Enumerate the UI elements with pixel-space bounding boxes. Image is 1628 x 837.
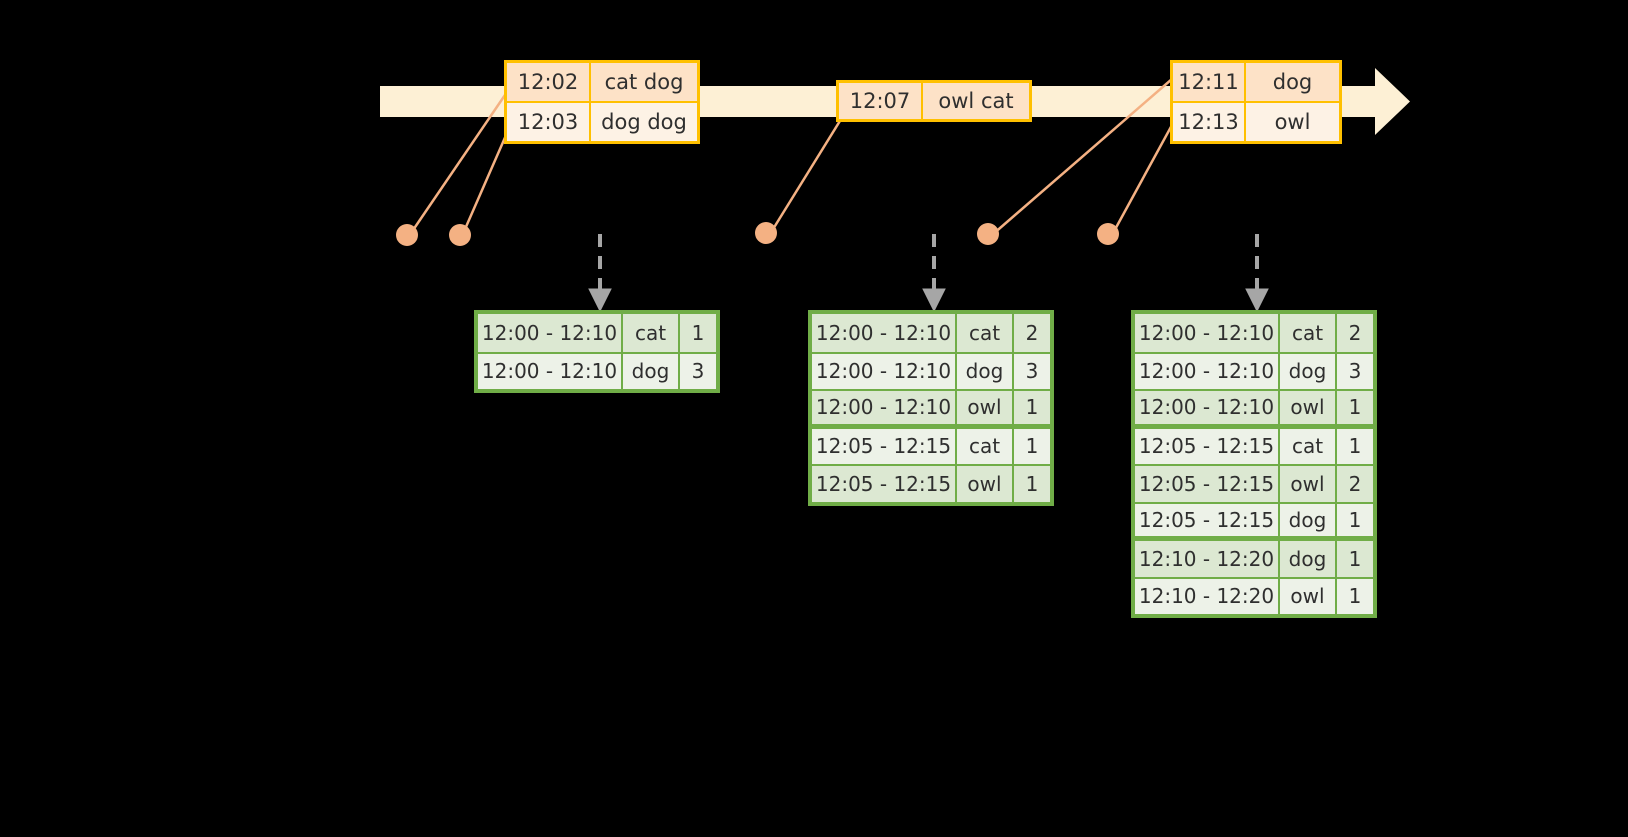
window-cell: 12:00 - 12:10 [812, 353, 957, 389]
count-cell: 1 [1337, 578, 1373, 614]
event-dot-3[interactable] [755, 222, 777, 244]
trigger-arrow-3 [1245, 234, 1269, 313]
connector-line-2 [460, 132, 509, 237]
key-cell: owl [957, 391, 1014, 424]
window-cell: 12:00 - 12:10 [478, 314, 623, 352]
connector-line-5 [1110, 124, 1174, 236]
event-box-3[interactable]: 12:11 dog 12:13 owl [1170, 60, 1342, 144]
window-cell: 12:10 - 12:20 [1135, 578, 1280, 614]
event-dot-2[interactable] [449, 224, 471, 246]
event-box-1[interactable]: 12:02 cat dog 12:03 dog dog [504, 60, 700, 144]
event-dot-4[interactable] [977, 223, 999, 245]
window-cell: 12:00 - 12:10 [1135, 314, 1280, 352]
key-cell: dog [1280, 353, 1337, 389]
event-row[interactable]: 12:13 owl [1173, 101, 1339, 141]
window-cell: 12:05 - 12:15 [812, 428, 957, 464]
event-words: dog [1246, 63, 1339, 101]
window-cell: 12:05 - 12:15 [812, 466, 957, 502]
event-words: dog dog [591, 103, 697, 141]
connector-line-3 [768, 115, 845, 235]
event-box-2[interactable]: 12:07 owl cat [836, 80, 1032, 122]
event-words: owl [1246, 103, 1339, 141]
event-words: cat dog [591, 63, 697, 101]
key-cell: cat [957, 314, 1014, 352]
window-cell: 12:10 - 12:20 [1135, 541, 1280, 577]
event-row[interactable]: 12:03 dog dog [507, 101, 697, 141]
trigger-arrow-1 [588, 234, 612, 313]
count-cell: 3 [1014, 353, 1050, 389]
window-cell: 12:05 - 12:15 [1135, 503, 1280, 536]
count-cell: 1 [1337, 428, 1373, 464]
event-dot-1[interactable] [396, 224, 418, 246]
window-cell: 12:00 - 12:10 [478, 353, 623, 389]
key-cell: owl [957, 466, 1014, 502]
key-cell: dog [1280, 503, 1337, 536]
key-cell: dog [1280, 541, 1337, 577]
window-cell: 12:00 - 12:10 [812, 314, 957, 352]
key-cell: cat [1280, 428, 1337, 464]
key-cell: owl [1280, 391, 1337, 424]
window-cell: 12:05 - 12:15 [1135, 428, 1280, 464]
window-cell: 12:00 - 12:10 [812, 391, 957, 424]
event-row[interactable]: 12:11 dog [1173, 63, 1339, 101]
count-cell: 1 [1014, 428, 1050, 464]
window-cell: 12:00 - 12:10 [1135, 353, 1280, 389]
count-cell: 1 [1337, 391, 1373, 424]
key-cell: owl [1280, 466, 1337, 502]
event-time: 12:13 [1173, 103, 1246, 141]
count-cell: 2 [1014, 314, 1050, 352]
window-cell: 12:00 - 12:10 [1135, 391, 1280, 424]
key-cell: cat [1280, 314, 1337, 352]
count-cell: 1 [680, 314, 716, 352]
event-time: 12:11 [1173, 63, 1246, 101]
event-row[interactable]: 12:07 owl cat [839, 83, 1029, 119]
count-cell: 2 [1337, 314, 1373, 352]
count-cell: 3 [1337, 353, 1373, 389]
key-cell: dog [623, 353, 680, 389]
count-cell: 1 [1014, 466, 1050, 502]
trigger-arrow-2 [922, 234, 946, 313]
window-cell: 12:05 - 12:15 [1135, 466, 1280, 502]
event-time: 12:03 [507, 103, 591, 141]
key-cell: dog [957, 353, 1014, 389]
event-row[interactable]: 12:02 cat dog [507, 63, 697, 101]
trigger-arrows [588, 234, 1269, 313]
event-dot-5[interactable] [1097, 223, 1119, 245]
key-cell: owl [1280, 578, 1337, 614]
connector-line-1 [407, 94, 507, 237]
count-cell: 1 [1337, 541, 1373, 577]
count-cell: 1 [1014, 391, 1050, 424]
key-cell: cat [623, 314, 680, 352]
count-cell: 1 [1337, 503, 1373, 536]
count-cell: 3 [680, 353, 716, 389]
count-cell: 2 [1337, 466, 1373, 502]
key-cell: cat [957, 428, 1014, 464]
event-words: owl cat [923, 83, 1029, 119]
event-time: 12:07 [839, 83, 923, 119]
event-time: 12:02 [507, 63, 591, 101]
